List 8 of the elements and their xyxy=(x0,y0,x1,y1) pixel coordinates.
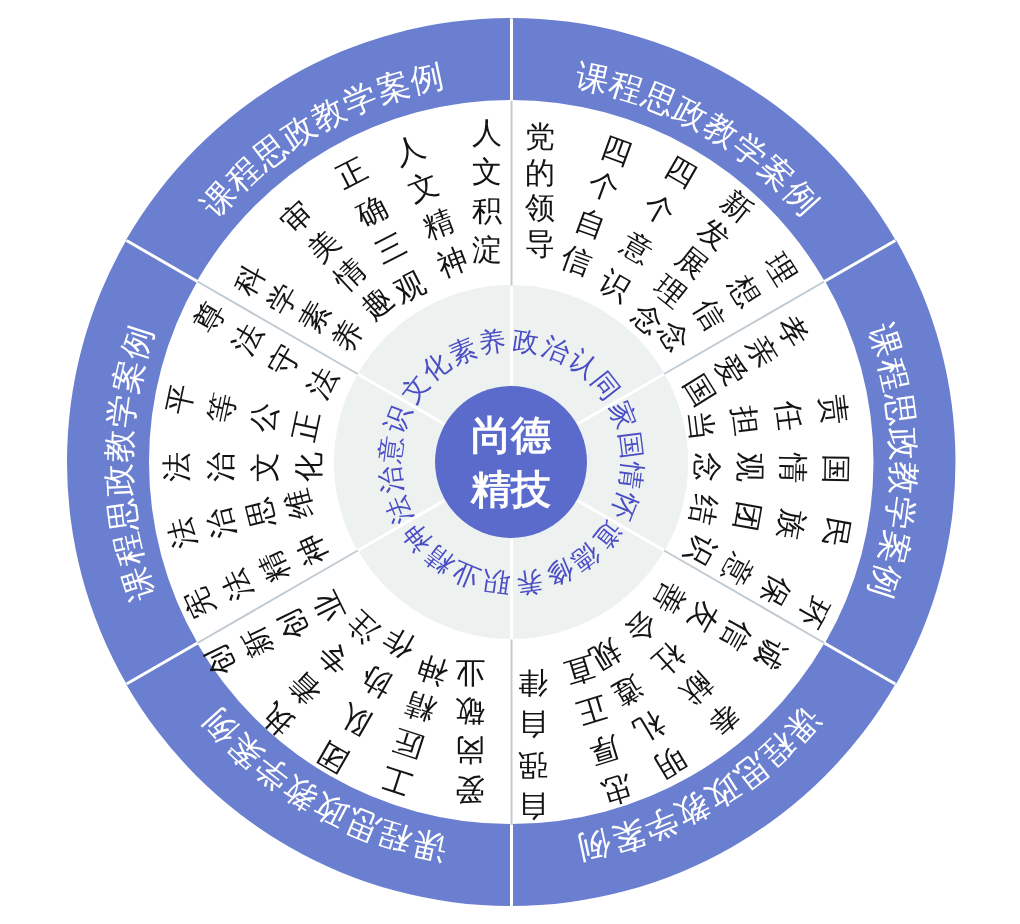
keyword-label: 党的领导 xyxy=(524,119,556,261)
keyword-label: 自强自律 xyxy=(517,665,549,826)
keyword-label: 人文积淀 xyxy=(471,114,503,269)
band-label: 课程思政教学案例 xyxy=(98,318,161,606)
band-label: 课程思政教学案例 xyxy=(861,318,924,606)
keyword-label: 法治文化 xyxy=(158,451,327,483)
keyword-label: 国情观念 xyxy=(688,450,856,486)
keyword-label: 爱岗敬业 xyxy=(454,654,486,809)
